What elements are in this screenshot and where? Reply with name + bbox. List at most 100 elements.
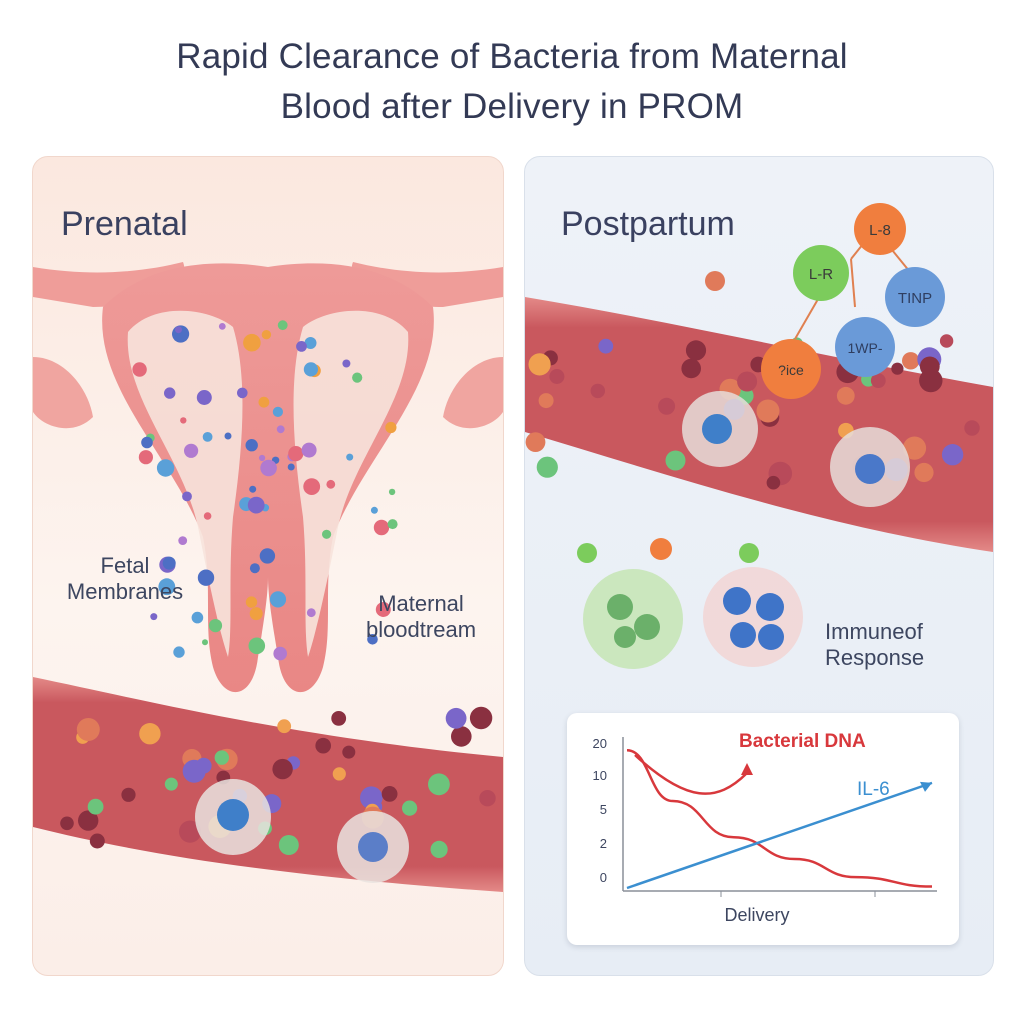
particle [249,563,260,574]
particle [162,556,176,570]
particle [303,478,321,495]
immune-response-label: Immuneof Response [825,619,975,671]
cytokine-label: L-R [809,266,833,283]
particle [964,420,980,436]
particle [891,362,904,375]
neutrophil-nucleus [758,624,784,650]
macrophage-nucleus [634,614,660,640]
cytokine-bubble [835,317,895,377]
bacterium [739,543,759,563]
particle [269,591,287,608]
blood-label-line2: bloodtream [365,617,477,642]
particle [208,619,223,633]
particle [375,602,391,617]
particle [259,548,276,564]
particle [665,450,686,471]
particle [766,475,781,490]
postpartum-illustration: L-8 L-R TINP 1WP- ?ice [525,203,993,669]
particle [191,611,204,624]
postpartum-panel: L-8 L-R TINP 1WP- ?ice Postpartum Immune… [524,156,994,976]
particle [248,637,266,655]
particle [224,432,232,440]
immune-label-line2: Response [825,645,925,670]
macrophage-nucleus [614,626,636,648]
fetal-label-line2: Membranes [66,579,184,604]
y-tick-label: 10 [593,768,607,783]
cytokine-bubble [793,245,849,301]
particle [261,330,272,340]
bacteria-cluster [132,320,398,661]
macrophage-nucleus [607,594,633,620]
particle [259,454,266,462]
particle [430,840,448,859]
particle [158,578,176,596]
bacterium [577,543,597,563]
particle [342,359,351,368]
x-axis-label: Delivery [724,905,789,925]
particle [549,369,565,384]
particle [919,368,943,393]
particle [272,758,293,780]
immune-cell-nucleus [358,832,388,862]
particle [180,417,187,424]
cytokine-label: TINP [898,290,932,307]
legend-bacterial-dna: Bacterial DNA [739,731,866,752]
particle [346,453,354,461]
particle [139,723,161,745]
particle [202,639,208,646]
neutrophil-nucleus [756,593,784,621]
particle [249,485,257,493]
particle [178,536,188,545]
maternal-blood-vessel [525,297,993,552]
particle [87,798,104,815]
maternal-bloodstream-label: Maternal bloodtream [351,591,491,643]
particle [245,439,258,452]
particle [78,810,99,831]
particle [367,634,378,645]
particle [306,608,316,618]
il6-arrowhead [920,781,932,792]
particle [528,353,551,376]
particle [326,479,336,489]
particle [182,491,192,502]
particle [184,443,199,458]
particle [164,777,178,791]
immune-cell-nucleus [217,799,249,831]
il6-line [626,781,933,890]
fimbria-left [33,357,93,429]
particle [303,362,318,377]
particle [288,446,304,462]
particle [902,436,927,460]
legend-il6: IL-6 [857,779,890,800]
particle [331,711,347,726]
particle [315,737,332,754]
series-lines [626,749,933,890]
immune-cell-nucleus [702,414,732,444]
particle [598,338,614,354]
bacterial-dna-line [626,749,933,888]
particle [272,406,283,417]
particle [538,393,554,409]
cytokine-bubble [885,267,945,327]
particle [243,333,261,352]
particle [870,373,886,388]
particle [247,496,265,514]
y-tick-label: 0 [600,870,607,885]
particle [249,607,263,621]
macrophage-cell [583,569,683,669]
particle [469,706,493,730]
title-line-1: Rapid Clearance of Bacteria from Materna… [176,37,848,76]
prenatal-heading: Prenatal [61,205,188,243]
particle [214,750,229,765]
bacterial-dna-callout-arrow [741,763,753,775]
particle [237,387,248,399]
uterine-cavity-right [293,310,409,657]
prenatal-panel: Prenatal Fetal Membranes Maternal bloodt… [32,156,504,976]
particle [373,519,390,536]
particle [479,790,496,807]
immune-label-line1: Immuneof [825,619,923,644]
particle [277,320,288,331]
particle [287,463,295,471]
